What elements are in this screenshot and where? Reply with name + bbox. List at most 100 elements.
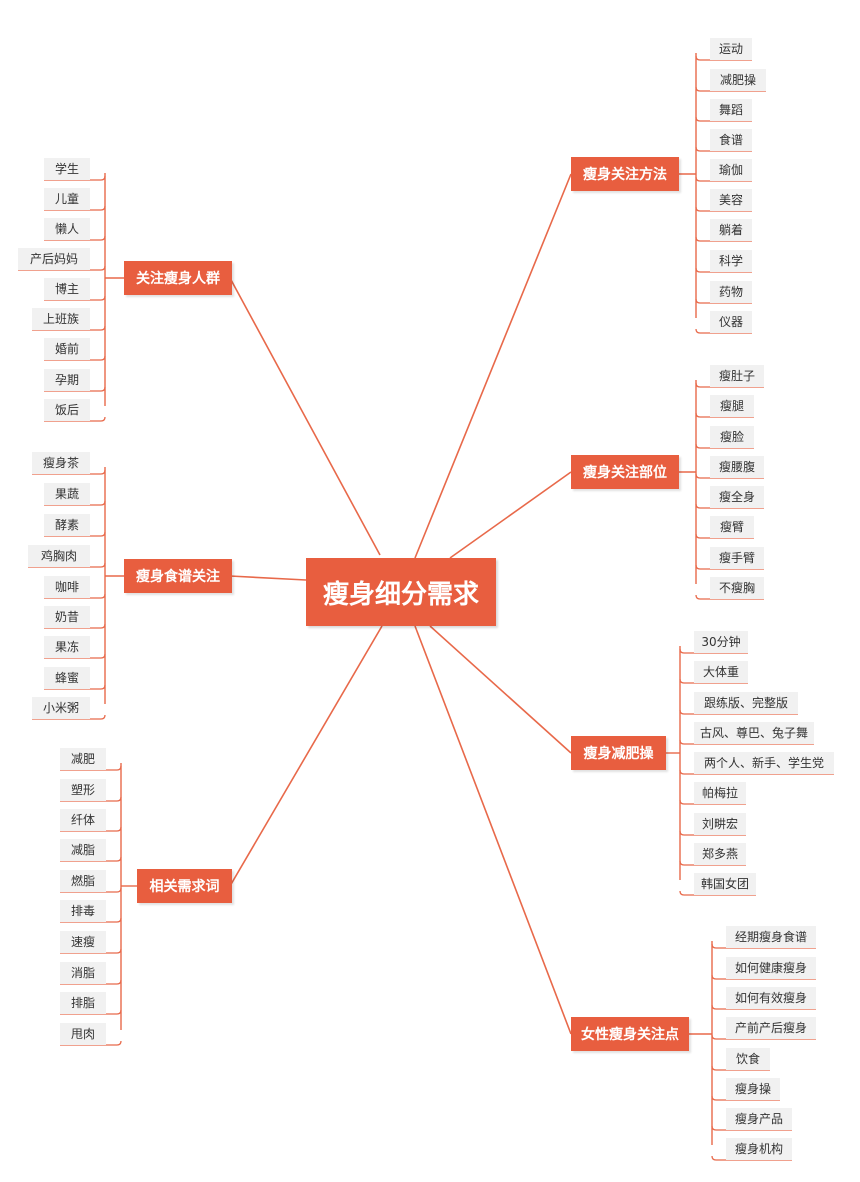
leaf-topic[interactable]: 减脂 bbox=[60, 839, 106, 861]
connector-leaf-1-5 bbox=[44, 623, 106, 629]
leaf-topic[interactable]: 懒人 bbox=[44, 218, 90, 240]
leaf-label: 大体重 bbox=[702, 665, 739, 679]
leaf-topic[interactable]: 甩肉 bbox=[60, 1023, 106, 1045]
leaf-label: 果冻 bbox=[54, 640, 79, 654]
leaf-topic[interactable]: 瘦臂 bbox=[710, 516, 754, 538]
leaf-topic[interactable]: 果蔬 bbox=[44, 483, 90, 505]
leaf-topic[interactable]: 速瘦 bbox=[60, 931, 106, 953]
branch-topic-3[interactable]: 瘦身关注方法 bbox=[571, 157, 679, 191]
leaf-topic[interactable]: 饮食 bbox=[726, 1048, 770, 1070]
leaf-topic[interactable]: 饭后 bbox=[44, 399, 90, 421]
leaf-topic[interactable]: 舞蹈 bbox=[710, 99, 752, 121]
leaf-topic[interactable]: 产前产后瘦身 bbox=[726, 1017, 816, 1039]
leaf-topic[interactable]: 瘦腿 bbox=[710, 395, 754, 417]
connector-leaf-0-2 bbox=[44, 235, 106, 241]
leaf-topic[interactable]: 如何有效瘦身 bbox=[726, 987, 816, 1009]
connector-leaf-5-2 bbox=[679, 709, 798, 715]
leaf-topic[interactable]: 运动 bbox=[710, 38, 752, 60]
leaf-topic[interactable]: 瘦身机构 bbox=[726, 1138, 792, 1160]
connector-leaf-3-1 bbox=[695, 86, 766, 92]
leaf-topic[interactable]: 儿童 bbox=[44, 188, 90, 210]
leaf-topic[interactable]: 博主 bbox=[44, 278, 90, 300]
leaf-background bbox=[726, 1138, 792, 1160]
leaf-topic[interactable]: 婚前 bbox=[44, 338, 90, 360]
branch-topic-6[interactable]: 女性瘦身关注点 bbox=[571, 1017, 689, 1051]
leaf-topic[interactable]: 上班族 bbox=[32, 308, 90, 330]
leaf-label: 减肥 bbox=[70, 752, 95, 766]
leaf-topic[interactable]: 奶昔 bbox=[44, 606, 90, 628]
leaf-topic[interactable]: 食谱 bbox=[710, 129, 752, 151]
leaf-topic[interactable]: 减肥操 bbox=[710, 69, 766, 91]
leaf-topic[interactable]: 产后妈妈 bbox=[18, 248, 90, 270]
branch-topic-1[interactable]: 瘦身食谱关注 bbox=[124, 559, 232, 593]
leaf-topic[interactable]: 瘦肚子 bbox=[710, 365, 764, 387]
leaf-topic[interactable]: 药物 bbox=[710, 281, 752, 303]
branch-topic-0[interactable]: 关注瘦身人群 bbox=[124, 261, 232, 295]
leaf-label: 减脂 bbox=[70, 843, 95, 857]
branch-topic-4[interactable]: 瘦身关注部位 bbox=[571, 455, 679, 489]
leaf-topic[interactable]: 瘦腰腹 bbox=[710, 456, 764, 478]
connector-leaf-5-6 bbox=[679, 830, 746, 836]
leaf-topic[interactable]: 躺着 bbox=[710, 219, 752, 241]
leaf-label: 躺着 bbox=[718, 223, 743, 237]
branch-topic-2[interactable]: 相关需求词 bbox=[137, 869, 232, 903]
leaf-topic[interactable]: 蜂蜜 bbox=[44, 667, 90, 689]
leaf-topic[interactable]: 瘦身产品 bbox=[726, 1108, 792, 1130]
leaf-background bbox=[60, 900, 106, 922]
leaf-topic[interactable]: 古风、尊巴、兔子舞 bbox=[694, 722, 814, 744]
leaf-topic[interactable]: 消脂 bbox=[60, 962, 106, 984]
leaf-background bbox=[710, 38, 752, 60]
leaf-topic[interactable]: 刘畊宏 bbox=[694, 813, 746, 835]
leaf-label: 仪器 bbox=[718, 315, 743, 329]
branch-topic-5[interactable]: 瘦身减肥操 bbox=[571, 736, 666, 770]
leaf-topic[interactable]: 减肥 bbox=[60, 748, 106, 770]
leaf-label: 纤体 bbox=[70, 813, 95, 827]
leaf-topic[interactable]: 纤体 bbox=[60, 809, 106, 831]
connector-leaf-6-1 bbox=[711, 974, 816, 980]
leaf-label: 瑜伽 bbox=[718, 163, 743, 177]
leaf-topic[interactable]: 韩国女团 bbox=[694, 873, 756, 895]
leaf-topic[interactable]: 美容 bbox=[710, 189, 752, 211]
leaf-topic[interactable]: 排毒 bbox=[60, 900, 106, 922]
leaf-topic[interactable]: 科学 bbox=[710, 250, 752, 272]
leaf-topic[interactable]: 如何健康瘦身 bbox=[726, 957, 816, 979]
leaf-topic[interactable]: 瘦全身 bbox=[710, 486, 764, 508]
leaf-background bbox=[18, 248, 90, 270]
leaf-topic[interactable]: 跟练版、完整版 bbox=[694, 692, 798, 714]
leaf-topic[interactable]: 不瘦胸 bbox=[710, 577, 764, 599]
leaf-topic[interactable]: 郑多燕 bbox=[694, 843, 746, 865]
leaf-topic[interactable]: 30分钟 bbox=[694, 631, 748, 653]
central-topic[interactable]: 瘦身细分需求 bbox=[306, 558, 496, 626]
leaf-topic[interactable]: 经期瘦身食谱 bbox=[726, 926, 816, 948]
leaf-topic[interactable]: 燃脂 bbox=[60, 870, 106, 892]
leaf-topic[interactable]: 孕期 bbox=[44, 369, 90, 391]
leaf-topic[interactable]: 瘦身茶 bbox=[32, 452, 90, 474]
leaf-background bbox=[710, 129, 752, 151]
leaf-topic[interactable]: 瘦身操 bbox=[726, 1078, 780, 1100]
leaf-label: 食谱 bbox=[718, 133, 743, 147]
leaf-label: 排毒 bbox=[70, 904, 95, 918]
leaf-topic[interactable]: 鸡胸肉 bbox=[28, 545, 90, 567]
leaf-background bbox=[710, 99, 752, 121]
leaf-topic[interactable]: 塑形 bbox=[60, 779, 106, 801]
connector-leaf-3-7 bbox=[695, 267, 752, 273]
leaf-background bbox=[726, 957, 816, 979]
leaf-topic[interactable]: 仪器 bbox=[710, 311, 752, 333]
leaf-topic[interactable]: 瑜伽 bbox=[710, 159, 752, 181]
leaf-topic[interactable]: 帕梅拉 bbox=[694, 782, 746, 804]
connector-leaf-1-6 bbox=[44, 653, 106, 659]
leaf-topic[interactable]: 两个人、新手、学生党 bbox=[694, 752, 834, 774]
leaf-background bbox=[710, 365, 764, 387]
connector-leaf-6-4 bbox=[711, 1065, 770, 1071]
leaf-topic[interactable]: 学生 bbox=[44, 158, 90, 180]
connector-center-4 bbox=[449, 471, 572, 559]
leaf-topic[interactable]: 咖啡 bbox=[44, 576, 90, 598]
leaf-topic[interactable]: 大体重 bbox=[694, 661, 748, 683]
leaf-topic[interactable]: 瘦手臂 bbox=[710, 547, 764, 569]
leaf-topic[interactable]: 瘦脸 bbox=[710, 426, 754, 448]
leaf-topic[interactable]: 小米粥 bbox=[32, 697, 90, 719]
leaf-topic[interactable]: 酵素 bbox=[44, 514, 90, 536]
leaf-topic[interactable]: 排脂 bbox=[60, 992, 106, 1014]
leaf-topic[interactable]: 果冻 bbox=[44, 636, 90, 658]
leaf-label: 上班族 bbox=[42, 312, 79, 326]
